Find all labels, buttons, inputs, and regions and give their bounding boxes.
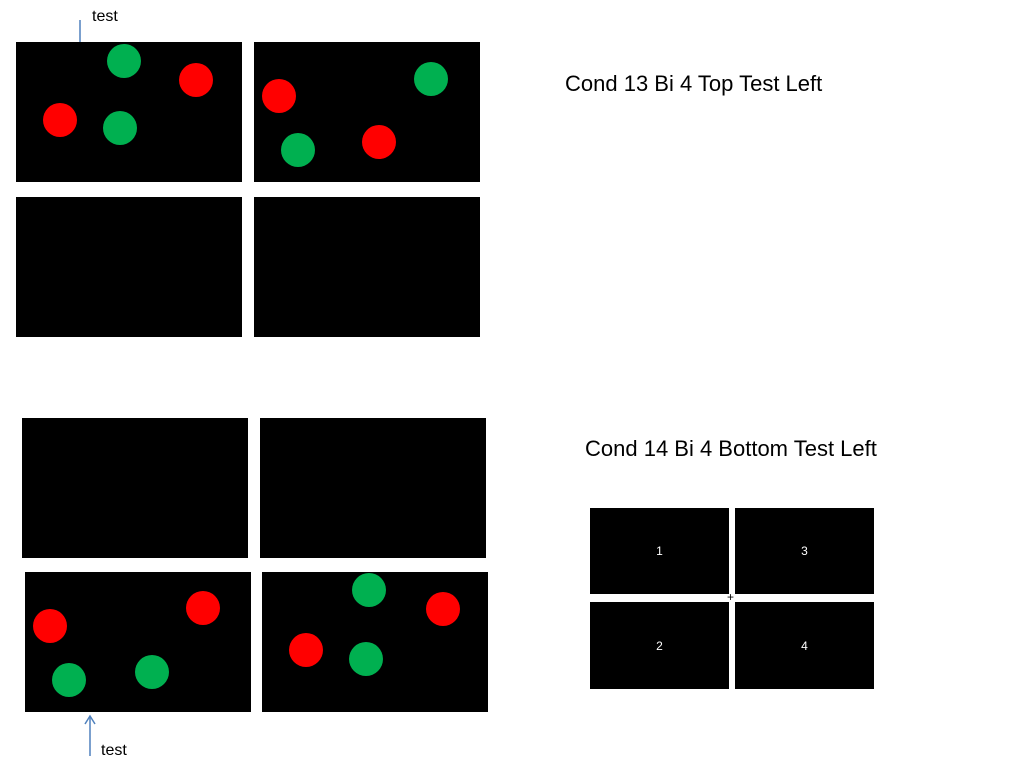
fixation-cross: + xyxy=(727,590,735,604)
top-test-label: test xyxy=(92,8,118,25)
red-dot xyxy=(33,609,67,643)
green-dot xyxy=(414,62,448,96)
green-dot xyxy=(281,133,315,167)
green-dot xyxy=(352,573,386,607)
red-dot xyxy=(289,633,323,667)
quadrant-4-box: 4 xyxy=(735,602,874,689)
bottom-top-right-blank-panel xyxy=(260,418,486,558)
top-left-stimulus-panel xyxy=(16,42,242,182)
green-dot xyxy=(349,642,383,676)
bottom-top-left-blank-panel xyxy=(22,418,248,558)
red-dot xyxy=(186,591,220,625)
bottom-right-stimulus-panel xyxy=(262,572,488,712)
bottom-test-label: test xyxy=(101,742,127,759)
quadrant-2-box: 2 xyxy=(590,602,729,689)
bottom-test-arrow-icon xyxy=(84,714,96,756)
green-dot xyxy=(107,44,141,78)
top-condition-title: Cond 13 Bi 4 Top Test Left xyxy=(565,71,823,96)
green-dot xyxy=(103,111,137,145)
green-dot xyxy=(135,655,169,689)
quadrant-1-box: 1 xyxy=(590,508,729,594)
green-dot xyxy=(52,663,86,697)
top-bottom-right-blank-panel xyxy=(254,197,480,337)
red-dot xyxy=(43,103,77,137)
top-bottom-left-blank-panel xyxy=(16,197,242,337)
bottom-left-stimulus-panel xyxy=(25,572,251,712)
red-dot xyxy=(262,79,296,113)
bottom-condition-title: Cond 14 Bi 4 Bottom Test Left xyxy=(585,436,877,461)
top-right-stimulus-panel xyxy=(254,42,480,182)
red-dot xyxy=(179,63,213,97)
red-dot xyxy=(362,125,396,159)
quadrant-3-box: 3 xyxy=(735,508,874,594)
red-dot xyxy=(426,592,460,626)
